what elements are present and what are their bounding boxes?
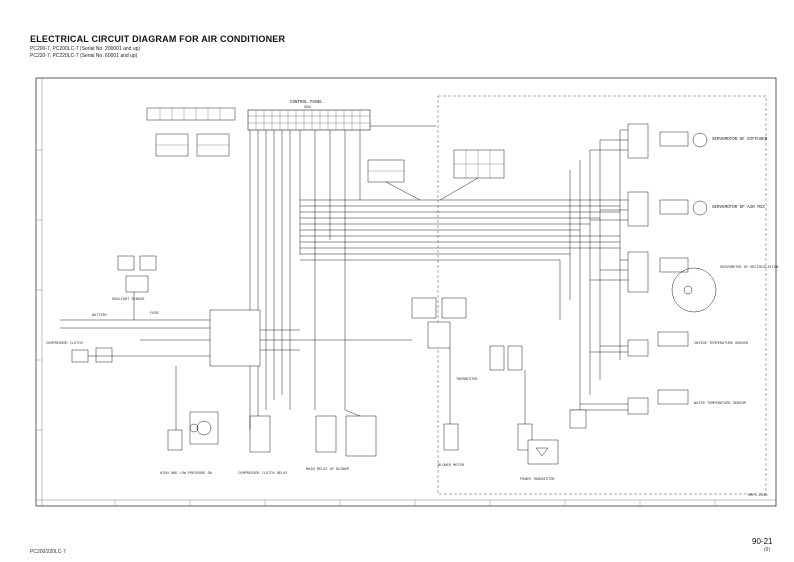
connector-center [367, 149, 505, 183]
label-servomotor-diffuser: SERVOMOTOR OF DIFFUSER [712, 138, 768, 142]
label-compressor-clutch: COMPRESSOR CLUTCH [46, 342, 83, 346]
page-subtitle-2: PC220-7, PC220LC-7 (Serial No. 60001 and… [30, 53, 138, 59]
label-power-transistor: POWER TRANSISTOR [520, 478, 555, 482]
label-high-low-pressure-sw: HIGH AND LOW PRESSURE SW [160, 472, 213, 476]
cab-boundary [437, 95, 767, 495]
footer-model: PC200/220LC-7 [30, 549, 66, 555]
label-compressor-clutch-relay: COMPRESSOR CLUTCH RELAY [238, 472, 288, 476]
footer-page-number: 90-21 [752, 537, 773, 546]
thermistor-connector [411, 297, 523, 371]
label-water-temp-sensor: WATER TEMPERATURE SENSOR [694, 402, 747, 406]
connector-top-left [146, 107, 236, 157]
control-panel-code: SDW [304, 106, 311, 110]
label-servomotor-recirc: SERVOMOTOR OF RECIRCULATION [720, 266, 778, 270]
servomotor-connectors [627, 123, 689, 415]
harness-bus [249, 125, 621, 430]
drawing-code: SMP1-203A [748, 494, 768, 498]
control-panel-connector [247, 109, 371, 131]
label-thermistor: THERMISTOR [456, 378, 478, 382]
label-fuse: FUSE [150, 312, 159, 316]
footer-page-sub: (9) [764, 547, 771, 553]
label-main-relay-blower: MAIN RELAY OF BLOWER [306, 468, 350, 472]
left-components [71, 255, 587, 465]
label-battery: BATTERY [92, 314, 108, 318]
label-servomotor-air-mix: SERVOMOTOR OF AIR MIX [712, 206, 765, 210]
label-inside-temp-sensor: INSIDE TEMPERATURE SENSOR [694, 342, 749, 346]
page-subtitle-1: PC200-7, PC200LC-7 (Serial No. 200001 an… [30, 46, 141, 52]
control-panel-label: CONTROL PANEL [290, 101, 323, 105]
diagram-frame [35, 77, 777, 507]
frame-ruler [36, 149, 716, 506]
label-sunlight-sensor: SUNLIGHT SENSOR [112, 298, 145, 302]
label-blower-motor: BLOWER MOTOR [438, 464, 465, 468]
page-title: ELECTRICAL CIRCUIT DIAGRAM FOR AIR CONDI… [30, 34, 286, 44]
